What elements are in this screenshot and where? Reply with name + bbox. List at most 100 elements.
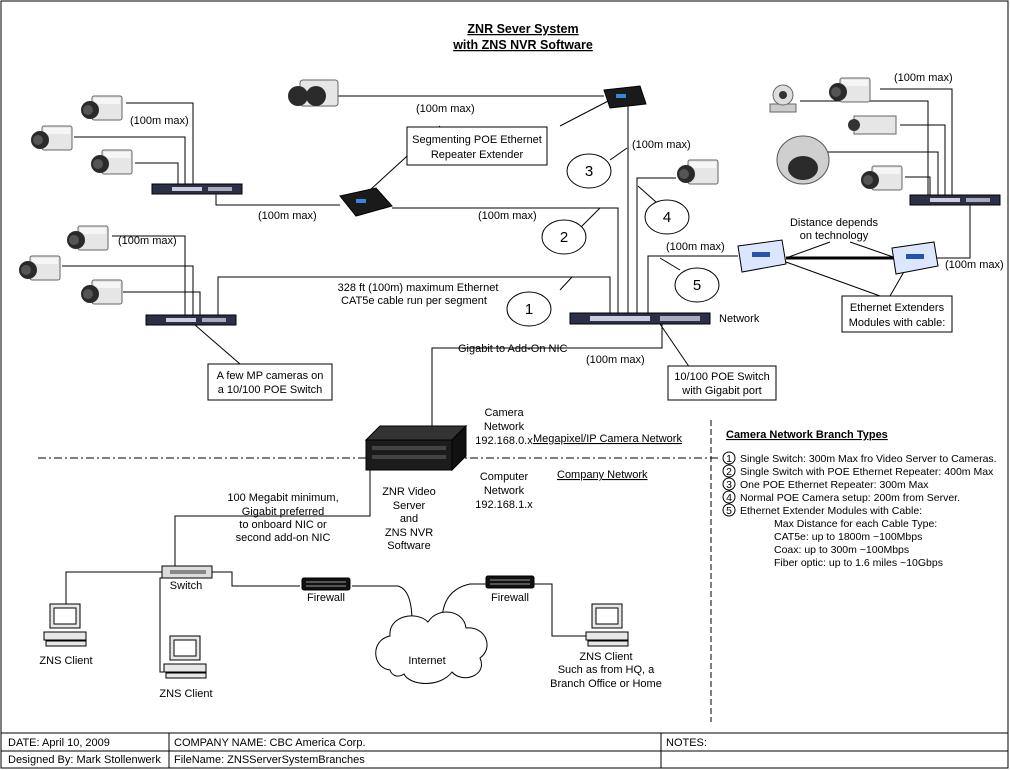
branch-type-subitem: Fiber optic: up to 1.6 miles ~10Gbps <box>774 557 943 569</box>
switch-label: Switch <box>170 580 202 592</box>
bandwidth-note-line4: second add-on NIC <box>236 532 331 544</box>
diagram-title-line1: ZNR Sever System <box>467 22 578 36</box>
branch-type-text: Normal POE Camera setup: 200m from Serve… <box>740 492 960 504</box>
poe-switch-callout-line1: 10/100 POE Switch <box>674 371 769 383</box>
camera-icon <box>860 165 903 191</box>
branch-types-list: 1 Single Switch: 300m Max fro Video Serv… <box>722 451 997 569</box>
box-camera-icon <box>848 115 897 135</box>
bandwidth-note-line2: Gigabit preferred <box>242 506 325 518</box>
branch-type-text: Single Switch with POE Ethernet Repeater… <box>740 466 994 478</box>
client-computer-icon <box>163 635 207 679</box>
branch-type-text: One POE Ethernet Repeater: 300m Max <box>740 479 929 491</box>
camera-icon <box>828 77 871 103</box>
distance-label: (100m max) <box>258 210 317 222</box>
client-label: ZNS Client <box>159 688 212 700</box>
branch-type-text: Ethernet Extender Modules with Cable: <box>740 505 922 517</box>
branch-type-number: 1 <box>726 453 732 465</box>
firewall-icon <box>301 577 351 591</box>
branch-number: 3 <box>585 163 593 180</box>
camera-icon <box>66 225 109 251</box>
distance-label: (100m max) <box>894 72 953 84</box>
branch-type-text: Single Switch: 300m Max fro Video Server… <box>740 453 997 465</box>
repeater-callout-box <box>406 126 548 166</box>
poe-switch-callout-line2: with Gigabit port <box>681 385 761 397</box>
distance-label: (100m max) <box>666 241 725 253</box>
mp-switch-callout-line1: A few MP cameras on <box>217 370 324 382</box>
poe-switch-icon <box>145 314 237 326</box>
server-label-line5: Software <box>387 540 430 552</box>
internet-cloud-icon <box>375 611 488 684</box>
firewall-label: Firewall <box>491 592 529 604</box>
extenders-callout-line1: Ethernet Extenders <box>850 302 945 314</box>
branch-circle-1 <box>506 291 552 327</box>
camera-network-line2: Network <box>484 421 525 433</box>
megapixel-network-label: Megapixel/IP Camera Network <box>533 433 682 445</box>
poe-switch-icon <box>151 183 243 195</box>
branch-type-number: 3 <box>726 479 732 491</box>
server-label-line4: ZNS NVR <box>385 527 433 539</box>
branch-type-number: 2 <box>726 466 732 478</box>
poe-repeater-icon <box>339 187 393 217</box>
remote-client-line3: Branch Office or Home <box>550 678 662 690</box>
camera-network-line3: 192.168.0.x <box>475 435 533 447</box>
client-switch-icon <box>161 565 213 579</box>
camera-network-line1: Camera <box>484 407 524 419</box>
diagram-title-line2: with ZNS NVR Software <box>452 38 593 52</box>
branch-circle-5 <box>674 267 720 303</box>
camera-icon <box>80 95 123 121</box>
camera-icon <box>676 159 719 185</box>
branch-number: 5 <box>693 277 701 294</box>
main-network-switch-icon <box>569 312 711 325</box>
server-label-line3: and <box>400 513 418 525</box>
computer-network-line1: Computer <box>480 471 529 483</box>
distance-label: (100m max) <box>586 354 645 366</box>
network-label: Network <box>719 313 760 325</box>
camera-icon <box>90 149 133 175</box>
segment-note-line2: CAT5e cable run per segment <box>341 295 487 307</box>
internet-label: Internet <box>408 655 445 667</box>
remote-client-line2: Such as from HQ, a <box>558 664 655 676</box>
poe-switch-callout-box <box>667 365 777 401</box>
branch-number: 4 <box>663 209 671 226</box>
dome-camera-icon <box>776 135 830 185</box>
branch-circle-3 <box>566 153 612 189</box>
mp-switch-callout-line2: a 10/100 POE Switch <box>218 384 323 396</box>
client-computer-icon <box>585 603 629 647</box>
footer-table: DATE: April 10, 2009 COMPANY NAME: CBC A… <box>1 732 1008 768</box>
footer-notes: NOTES: <box>666 737 707 749</box>
branch-circle-2 <box>541 219 587 255</box>
ptz-camera-icon <box>769 84 797 113</box>
footer-filename: FileName: ZNSServerSystemBranches <box>174 754 365 766</box>
company-network-label: Company Network <box>557 469 648 481</box>
segment-note-line1: 328 ft (100m) maximum Ethernet <box>338 282 499 294</box>
server-label-line1: ZNR Video <box>382 486 436 498</box>
branch-type-number: 5 <box>726 505 732 517</box>
distance-label: (100m max) <box>478 210 537 222</box>
client-computer-icon <box>43 603 87 647</box>
computer-network-line3: 192.168.1.x <box>475 499 533 511</box>
firewall-label: Firewall <box>307 592 345 604</box>
branch-type-subitem: Max Distance for each Cable Type: <box>774 518 937 530</box>
gigabit-nic-label: Gigabit to Add-On NIC <box>458 343 567 355</box>
repeater-callout-line2: Repeater Extender <box>431 149 524 161</box>
connection-lines <box>62 88 971 673</box>
branch-number: 1 <box>525 301 533 318</box>
branch-types-heading: Camera Network Branch Types <box>726 429 888 441</box>
ethernet-extender-icon <box>891 241 939 275</box>
client-label: ZNS Client <box>39 655 92 667</box>
firewall-icon <box>485 575 535 589</box>
footer-company: COMPANY NAME: CBC America Corp. <box>174 737 366 749</box>
distance-label: (100m max) <box>945 259 1004 271</box>
computer-network-line2: Network <box>484 485 525 497</box>
distance-label: (100m max) <box>632 139 691 151</box>
branch-type-subitem: Coax: up to 300m ~100Mbps <box>774 544 909 556</box>
distance-label: (100m max) <box>130 115 189 127</box>
video-server-icon <box>364 424 468 472</box>
branch-circle-4 <box>644 199 690 235</box>
bandwidth-note-line1: 100 Megabit minimum, <box>227 492 338 504</box>
poe-repeater-icon <box>603 85 647 109</box>
ethernet-extender-icon <box>737 239 787 273</box>
server-label-line2: Server <box>393 500 426 512</box>
distance-depends-line2: on technology <box>800 230 869 242</box>
